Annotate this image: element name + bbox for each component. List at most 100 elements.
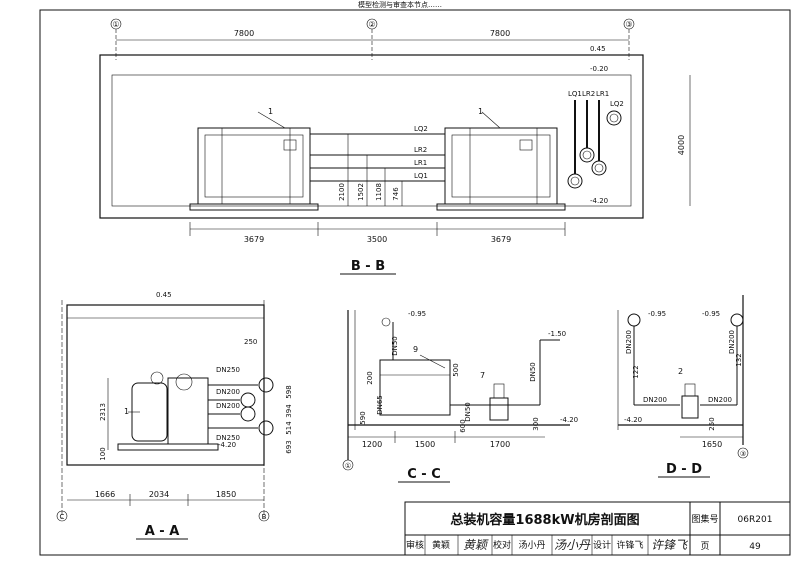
check-label: 校对 bbox=[493, 539, 511, 551]
cc-elev-bot: -4.20 bbox=[560, 416, 578, 424]
bb-dim-b: 3500 bbox=[367, 235, 387, 244]
dd-dn200l: DN200 bbox=[625, 330, 633, 354]
review-name: 黄颖 bbox=[432, 539, 450, 551]
cc-dn65: DN65 bbox=[376, 395, 384, 415]
dd-v132: 132 bbox=[735, 353, 743, 366]
dd-pump bbox=[681, 395, 699, 419]
cc-tank bbox=[379, 359, 451, 416]
bb-room-inner bbox=[111, 74, 632, 207]
tag-1a: 1 bbox=[268, 107, 273, 116]
section-dd-label: D - D bbox=[666, 462, 702, 477]
aa-axis-c: C bbox=[60, 513, 65, 521]
cc-elev-mid: -1.50 bbox=[548, 330, 566, 338]
atlas-label: 图集号 bbox=[691, 513, 718, 525]
aa-dn250b: DN250 bbox=[216, 434, 240, 442]
dd-axis-3: ③ bbox=[740, 450, 746, 458]
bb-height: 4000 bbox=[677, 135, 686, 155]
page-label: 页 bbox=[700, 541, 709, 552]
design-label: 设计 bbox=[593, 539, 611, 551]
pipe-lr2: LR2 bbox=[414, 146, 427, 154]
aa-dn200a: DN200 bbox=[216, 388, 240, 396]
riser-lq2: LQ2 bbox=[610, 100, 624, 108]
cc-dn50b: DN50 bbox=[464, 402, 472, 422]
dim-1108: 1108 bbox=[375, 183, 383, 201]
section-cc: -0.95 -1.50 -4.20 DN50 9 200 500 DN65 59… bbox=[342, 310, 578, 483]
aa-room bbox=[66, 304, 265, 466]
check-name: 汤小丹 bbox=[518, 540, 545, 551]
cc-w1700: 1700 bbox=[490, 440, 510, 449]
title-block: 总装机容量1688kW机房剖面图 图集号 06R201 页 49 审核 黄颖 黄… bbox=[404, 501, 791, 556]
section-bb-label: B - B bbox=[351, 259, 385, 274]
dim-2100: 2100 bbox=[338, 183, 346, 201]
header-note: 模型检测与审查本节点…… bbox=[358, 0, 442, 9]
cc-h200: 200 bbox=[366, 371, 374, 384]
bb-elev-bot: -4.20 bbox=[590, 197, 608, 205]
cc-tag-9: 9 bbox=[413, 345, 418, 354]
aa-w1850: 1850 bbox=[216, 490, 236, 499]
section-aa-label: A - A bbox=[145, 524, 180, 539]
aa-elev-top: 0.45 bbox=[156, 291, 172, 299]
review-label: 审核 bbox=[406, 539, 424, 551]
cc-dn50c: DN50 bbox=[529, 362, 537, 382]
riser-lr2: LR2 bbox=[582, 90, 595, 98]
dd-dn200a: DN200 bbox=[643, 396, 667, 404]
cc-h600: 600 bbox=[459, 419, 467, 432]
aa-v598: 598 bbox=[285, 385, 293, 398]
aa-v693: 693 bbox=[285, 440, 293, 453]
tag-1b: 1 bbox=[478, 107, 483, 116]
axis-2-label: ② bbox=[368, 20, 375, 29]
aa-dn200b: DN200 bbox=[216, 402, 240, 410]
cc-h590: 590 bbox=[359, 411, 367, 424]
section-bb: ① ② ③ 7800 7800 0.45 -0.20 -4.20 4000 1 bbox=[99, 18, 691, 275]
cc-tag-7: 7 bbox=[480, 371, 485, 380]
dd-v122: 122 bbox=[632, 365, 640, 378]
drawing-title: 总装机容量1688kW机房剖面图 bbox=[450, 512, 639, 528]
chiller-unit-right: 1 bbox=[436, 107, 566, 211]
dd-dn200b: DN200 bbox=[708, 396, 732, 404]
aa-v514: 514 bbox=[285, 421, 293, 435]
section-cc-label: C - C bbox=[407, 467, 441, 482]
aa-pipes: DN250 DN200 DN200 DN250 250 598 394 514 … bbox=[208, 338, 293, 454]
aa-dn250a: DN250 bbox=[216, 366, 240, 374]
page-no: 49 bbox=[749, 542, 761, 552]
riser-lq1: LQ1 bbox=[568, 90, 582, 98]
section-aa: 0.45 -4.20 1 DN250 DN200 DN200 DN250 bbox=[56, 291, 293, 540]
bb-dim-c: 3679 bbox=[491, 235, 511, 244]
aa-d250: 250 bbox=[244, 338, 257, 346]
bb-pipes: LQ2 LR2 LR1 LQ1 2100 1502 1108 746 bbox=[310, 125, 445, 206]
bb-room-outer bbox=[99, 54, 644, 219]
dd-w1650: 1650 bbox=[702, 440, 722, 449]
aa-w1666: 1666 bbox=[95, 490, 115, 499]
dd-elev-l: -0.95 bbox=[648, 310, 666, 318]
pipe-lq1: LQ1 bbox=[414, 172, 428, 180]
dd-elev-r: -0.95 bbox=[702, 310, 720, 318]
cc-w1200: 1200 bbox=[362, 440, 382, 449]
aa-axis-b: B bbox=[262, 513, 267, 521]
pipe-lr1: LR1 bbox=[414, 159, 427, 167]
section-dd: -0.95 -0.95 -4.20 DN200 DN200 122 132 2 … bbox=[617, 295, 749, 478]
review-signature: 黄颖 bbox=[463, 538, 489, 552]
aa-h100: 100 bbox=[99, 447, 107, 460]
cc-w1500: 1500 bbox=[415, 440, 435, 449]
cc-h500: 500 bbox=[452, 363, 460, 376]
bb-elev-mid: -0.20 bbox=[590, 65, 608, 73]
cc-elev-top: -0.95 bbox=[408, 310, 426, 318]
span-left: 7800 bbox=[234, 29, 254, 38]
design-signature: 许锋飞 bbox=[651, 538, 689, 552]
riser-lr1: LR1 bbox=[596, 90, 609, 98]
chiller-unit-left: 1 bbox=[189, 107, 319, 211]
atlas-no: 06R201 bbox=[738, 515, 773, 525]
bb-risers: LQ1 LR2 LR1 LQ2 bbox=[567, 90, 624, 189]
cc-dn50a: DN50 bbox=[391, 336, 399, 356]
aa-h2313: 2313 bbox=[99, 403, 107, 421]
axis-3-label: ③ bbox=[625, 20, 632, 29]
aa-tag-1: 1 bbox=[124, 407, 129, 416]
aa-elev-bot: -4.20 bbox=[218, 441, 236, 449]
check-signature: 汤小丹 bbox=[554, 538, 591, 552]
dd-tag-2: 2 bbox=[678, 367, 683, 376]
dd-v250: 250 bbox=[708, 417, 716, 430]
aa-chiller: 1 bbox=[117, 371, 219, 451]
aa-w2034: 2034 bbox=[149, 490, 169, 499]
pipe-lq2: LQ2 bbox=[414, 125, 428, 133]
